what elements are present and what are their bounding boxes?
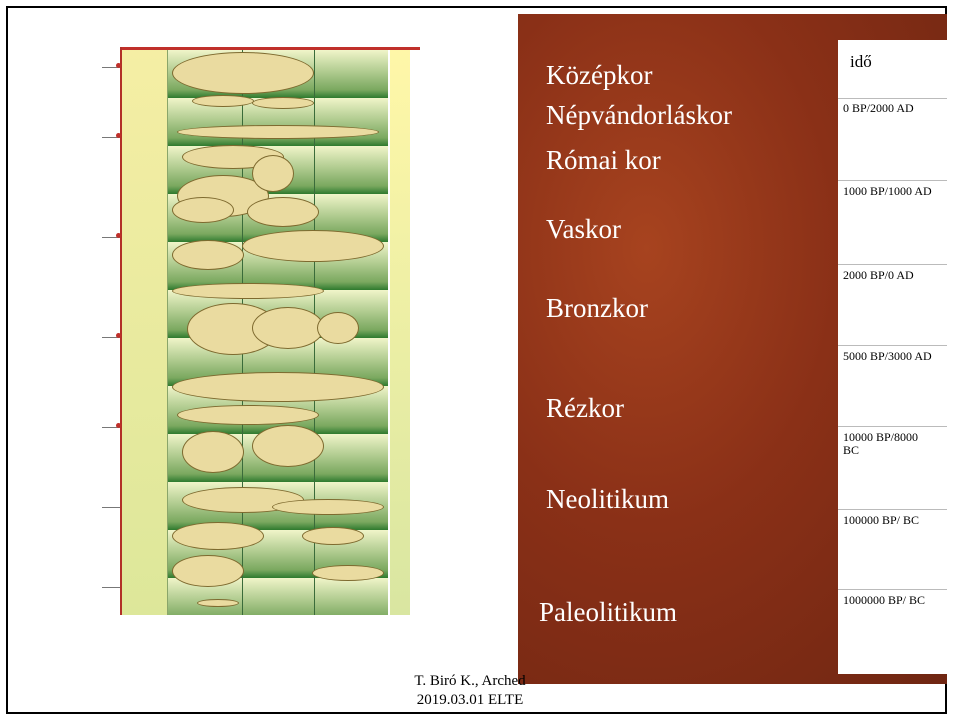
- chart-axis-marker: [116, 133, 121, 138]
- period-label: Római kor: [546, 145, 661, 176]
- period-label: Rézkor: [546, 393, 624, 424]
- chart-culture-ellipse: [177, 405, 319, 425]
- chart-culture-ellipse: [252, 97, 314, 109]
- table-divider: [838, 509, 947, 510]
- periods-photo: Középkor Népvándorláskor Római kor Vasko…: [518, 14, 947, 684]
- time-table-cell: 10000 BP/8000 BC: [843, 431, 928, 457]
- chart-culture-ellipse: [182, 431, 244, 473]
- time-table: idő 0 BP/2000 AD 1000 BP/1000 AD 2000 BP…: [838, 40, 947, 674]
- chart-culture-ellipse: [177, 125, 379, 139]
- chart-culture-ellipse: [172, 52, 314, 94]
- period-label: Paleolitikum: [539, 597, 677, 628]
- chart-axis-tick: [102, 587, 120, 588]
- chart-axis-marker: [116, 333, 121, 338]
- chart-axis-marker: [116, 63, 121, 68]
- chart-culture-ellipse: [312, 565, 384, 581]
- chart-period-column: [122, 50, 168, 615]
- time-table-cell: 1000000 BP/ BC: [843, 594, 947, 607]
- chart-culture-ellipse: [172, 372, 384, 402]
- chronology-chart-image: [102, 47, 422, 617]
- chart-culture-ellipse: [192, 95, 254, 107]
- chart-culture-ellipse: [247, 197, 319, 227]
- time-table-header: idő: [850, 52, 872, 72]
- period-label: Vaskor: [546, 214, 621, 245]
- table-divider: [838, 180, 947, 181]
- period-label: Neolitikum: [546, 484, 669, 515]
- time-table-cell: 0 BP/2000 AD: [843, 102, 947, 115]
- chart-axis-marker: [116, 233, 121, 238]
- chart-axis-tick: [102, 507, 120, 508]
- chart-culture-ellipse: [197, 599, 239, 607]
- table-divider: [838, 264, 947, 265]
- period-label: Népvándorláskor: [546, 100, 732, 131]
- time-table-cell: 100000 BP/ BC: [843, 514, 947, 527]
- period-label: Középkor: [546, 60, 652, 91]
- chart-axis-marker: [116, 423, 121, 428]
- table-divider: [838, 589, 947, 590]
- chart-culture-ellipse: [272, 499, 384, 515]
- chart-culture-ellipse: [317, 312, 359, 344]
- chart-culture-ellipse: [172, 522, 264, 550]
- chart-culture-ellipse: [172, 555, 244, 587]
- chart-culture-ellipse: [172, 240, 244, 270]
- chart-culture-ellipse: [242, 230, 384, 262]
- chart-culture-ellipse: [302, 527, 364, 545]
- footer-date: 2019.03.01 ELTE: [350, 692, 590, 709]
- table-divider: [838, 345, 947, 346]
- chart-culture-ellipse: [172, 283, 324, 299]
- period-label: Bronzkor: [546, 293, 648, 324]
- table-divider: [838, 426, 947, 427]
- chart-culture-ellipse: [252, 155, 294, 192]
- chart-side-column: [390, 50, 410, 615]
- chart-culture-ellipse: [252, 425, 324, 467]
- time-table-cell: 1000 BP/1000 AD: [843, 185, 947, 198]
- footer-author: T. Biró K., Arched: [350, 673, 590, 690]
- chart-culture-ellipse: [172, 197, 234, 223]
- chart-culture-ellipse: [252, 307, 324, 349]
- table-divider: [838, 98, 947, 99]
- time-table-cell: 5000 BP/3000 AD: [843, 350, 947, 363]
- time-table-cell: 2000 BP/0 AD: [843, 269, 947, 282]
